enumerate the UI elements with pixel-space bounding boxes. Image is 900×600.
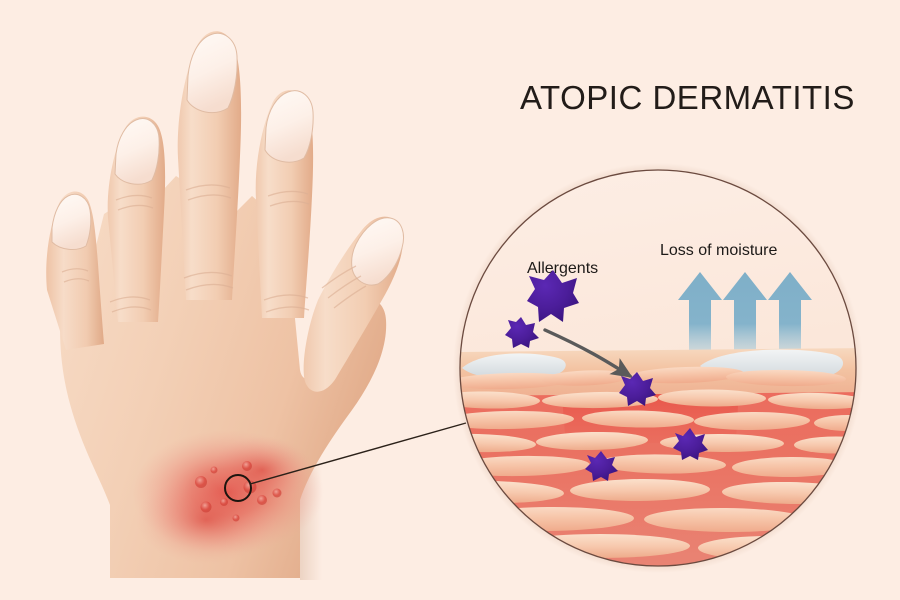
nail-ring	[114, 118, 160, 185]
allergen-penetration-arrow	[543, 328, 633, 378]
allergen-small-outside	[505, 317, 539, 348]
allergen-entering-barrier	[619, 372, 656, 406]
allergen-particles	[505, 270, 708, 481]
hand-illustration	[46, 31, 404, 580]
allergen-large-outside	[527, 270, 579, 322]
nail-middle	[186, 33, 238, 114]
moisture-arrow-1	[678, 272, 722, 366]
scale-left	[462, 353, 566, 380]
nail-thumb	[351, 217, 404, 286]
leader-line	[249, 422, 467, 485]
magnifier-outline	[459, 169, 857, 567]
rash-papules	[195, 461, 282, 522]
allergen-in-dermis-left	[585, 451, 618, 481]
allergents-label: Allergents	[527, 260, 598, 277]
knuckle-creases	[61, 184, 367, 313]
page-title: ATOPIC DERMATITIS	[520, 79, 855, 116]
moisture-arrow-2	[723, 272, 767, 366]
rash-patch-upper	[210, 436, 314, 504]
nail-index	[264, 90, 314, 163]
loss-of-moisture-label: Loss of moisture	[660, 242, 777, 259]
eczema-rash	[132, 430, 324, 564]
moisture-arrow-3	[768, 272, 812, 366]
allergen-in-dermis-right	[673, 428, 708, 460]
moisture-loss-arrows	[678, 272, 812, 366]
magnify-spot-marker	[224, 474, 252, 502]
nail-pinky	[51, 193, 92, 250]
